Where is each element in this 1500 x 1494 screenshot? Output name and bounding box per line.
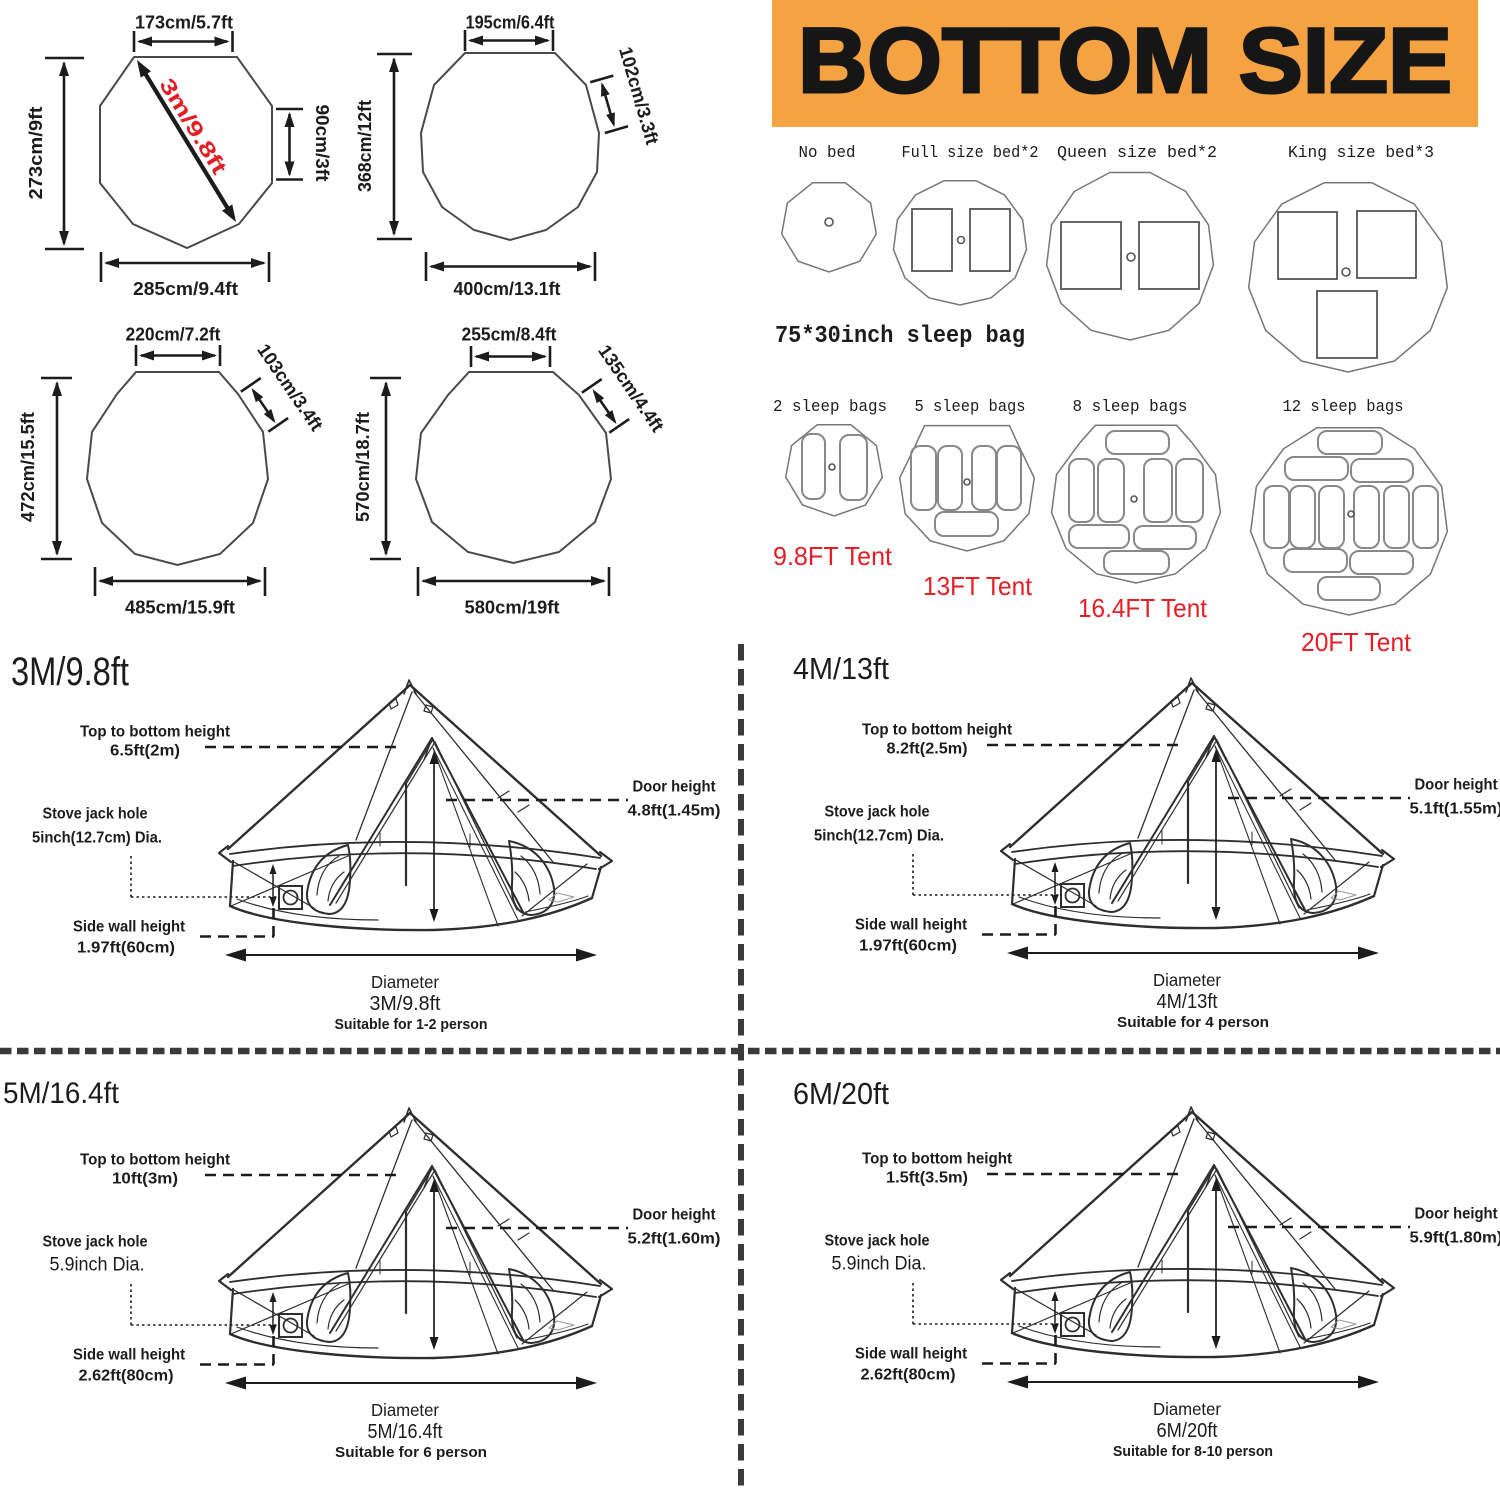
svg-text:2.62ft(80cm): 2.62ft(80cm) bbox=[79, 1368, 174, 1385]
svg-text:102cm/3.3ft: 102cm/3.3ft bbox=[615, 44, 663, 147]
svg-text:Side wall height: Side wall height bbox=[855, 917, 968, 934]
svg-text:75*30inch sleep bag: 75*30inch sleep bag bbox=[775, 323, 1025, 350]
svg-text:13FT Tent: 13FT Tent bbox=[923, 571, 1033, 601]
svg-text:Suitable for 4 person: Suitable for 4 person bbox=[1117, 1014, 1269, 1031]
svg-text:2 sleep bags: 2 sleep bags bbox=[773, 398, 887, 417]
svg-text:Side wall height: Side wall height bbox=[73, 919, 186, 936]
svg-text:580cm/19ft: 580cm/19ft bbox=[465, 597, 560, 618]
svg-text:570cm/18.7ft: 570cm/18.7ft bbox=[352, 412, 373, 522]
svg-text:Door height: Door height bbox=[633, 779, 717, 796]
svg-text:5.9ft(1.80m): 5.9ft(1.80m) bbox=[1410, 1230, 1500, 1247]
svg-text:Door height: Door height bbox=[633, 1207, 717, 1224]
svg-text:No bed: No bed bbox=[799, 144, 856, 163]
svg-text:485cm/15.9ft: 485cm/15.9ft bbox=[125, 597, 235, 618]
svg-text:8 sleep bags: 8 sleep bags bbox=[1073, 398, 1188, 417]
svg-text:Stove jack hole: Stove jack hole bbox=[43, 1234, 148, 1251]
svg-text:400cm/13.1ft: 400cm/13.1ft bbox=[454, 278, 561, 299]
svg-text:5M/16.4ft: 5M/16.4ft bbox=[368, 1421, 443, 1443]
svg-text:16.4FT Tent: 16.4FT Tent bbox=[1078, 593, 1208, 623]
svg-text:Suitable for 6 person: Suitable for 6 person bbox=[335, 1444, 487, 1461]
svg-text:3M/9.8ft: 3M/9.8ft bbox=[11, 650, 129, 694]
svg-text:3M/9.8ft: 3M/9.8ft bbox=[370, 993, 441, 1015]
svg-text:9.8FT Tent: 9.8FT Tent bbox=[773, 541, 893, 571]
svg-text:5.9inch Dia.: 5.9inch Dia. bbox=[832, 1254, 927, 1275]
svg-text:Diameter: Diameter bbox=[371, 1400, 439, 1420]
svg-text:Door height: Door height bbox=[1415, 1206, 1499, 1223]
svg-text:King size bed*3: King size bed*3 bbox=[1288, 144, 1434, 163]
svg-text:Stove jack hole: Stove jack hole bbox=[825, 1233, 930, 1250]
svg-text:Top to bottom height: Top to bottom height bbox=[862, 1151, 1013, 1168]
svg-text:2.62ft(80cm): 2.62ft(80cm) bbox=[861, 1367, 956, 1384]
svg-text:90cm/3ft: 90cm/3ft bbox=[312, 105, 333, 182]
svg-text:Top to bottom height: Top to bottom height bbox=[80, 1152, 231, 1169]
svg-text:472cm/15.5ft: 472cm/15.5ft bbox=[17, 412, 38, 522]
svg-text:5 sleep bags: 5 sleep bags bbox=[915, 398, 1026, 417]
svg-text:20FT Tent: 20FT Tent bbox=[1301, 627, 1412, 657]
svg-text:135cm/4.4ft: 135cm/4.4ft bbox=[594, 341, 668, 436]
svg-text:5inch(12.7cm) Dia.: 5inch(12.7cm) Dia. bbox=[814, 828, 944, 845]
svg-text:Door height: Door height bbox=[1415, 777, 1499, 794]
svg-text:Top to bottom height: Top to bottom height bbox=[80, 724, 231, 741]
svg-text:220cm/7.2ft: 220cm/7.2ft bbox=[126, 324, 221, 345]
svg-text:Stove jack hole: Stove jack hole bbox=[825, 804, 930, 821]
svg-text:173cm/5.7ft: 173cm/5.7ft bbox=[135, 12, 233, 33]
svg-text:5.9inch Dia.: 5.9inch Dia. bbox=[50, 1255, 145, 1276]
svg-text:1.97ft(60cm): 1.97ft(60cm) bbox=[77, 940, 175, 957]
svg-text:Suitable for 8-10 person: Suitable for 8-10 person bbox=[1113, 1443, 1273, 1460]
svg-text:6M/20ft: 6M/20ft bbox=[1157, 1420, 1218, 1442]
svg-text:Queen size bed*2: Queen size bed*2 bbox=[1057, 144, 1217, 163]
svg-text:BOTTOM SIZE: BOTTOM SIZE bbox=[798, 10, 1452, 112]
svg-text:255cm/8.4ft: 255cm/8.4ft bbox=[462, 324, 557, 345]
svg-text:1.97ft(60cm): 1.97ft(60cm) bbox=[859, 938, 957, 955]
svg-text:103cm/3.4ft: 103cm/3.4ft bbox=[253, 340, 327, 435]
svg-text:5inch(12.7cm) Dia.: 5inch(12.7cm) Dia. bbox=[32, 830, 162, 847]
svg-text:10ft(3m): 10ft(3m) bbox=[112, 1171, 178, 1188]
svg-text:Side wall height: Side wall height bbox=[73, 1347, 186, 1364]
svg-text:Diameter: Diameter bbox=[1153, 1399, 1221, 1419]
svg-text:Suitable for 1-2 person: Suitable for 1-2 person bbox=[335, 1016, 488, 1033]
svg-text:12 sleep bags: 12 sleep bags bbox=[1283, 398, 1404, 417]
svg-text:5.2ft(1.60m): 5.2ft(1.60m) bbox=[628, 1231, 721, 1248]
svg-text:6M/20ft: 6M/20ft bbox=[793, 1076, 889, 1111]
svg-text:Stove jack hole: Stove jack hole bbox=[43, 806, 148, 823]
svg-text:4M/13ft: 4M/13ft bbox=[793, 651, 889, 686]
svg-text:4.8ft(1.45m): 4.8ft(1.45m) bbox=[628, 803, 721, 820]
svg-text:285cm/9.4ft: 285cm/9.4ft bbox=[133, 278, 238, 299]
svg-text:6.5ft(2m): 6.5ft(2m) bbox=[110, 743, 180, 760]
svg-text:1.5ft(3.5m): 1.5ft(3.5m) bbox=[886, 1170, 968, 1187]
svg-text:4M/13ft: 4M/13ft bbox=[1157, 991, 1218, 1013]
svg-text:Side wall height: Side wall height bbox=[855, 1346, 968, 1363]
svg-text:Diameter: Diameter bbox=[371, 972, 439, 992]
svg-text:5.1ft(1.55m): 5.1ft(1.55m) bbox=[1410, 801, 1500, 818]
svg-text:Full size bed*2: Full size bed*2 bbox=[902, 144, 1039, 163]
svg-text:Top to bottom height: Top to bottom height bbox=[862, 722, 1013, 739]
svg-text:368cm/12ft: 368cm/12ft bbox=[354, 100, 375, 192]
svg-text:Diameter: Diameter bbox=[1153, 970, 1221, 990]
svg-text:195cm/6.4ft: 195cm/6.4ft bbox=[466, 12, 555, 33]
svg-text:273cm/9ft: 273cm/9ft bbox=[25, 107, 46, 200]
svg-text:8.2ft(2.5m): 8.2ft(2.5m) bbox=[887, 741, 968, 758]
svg-text:3m/9.8ft: 3m/9.8ft bbox=[155, 74, 232, 179]
svg-text:5M/16.4ft: 5M/16.4ft bbox=[3, 1077, 120, 1110]
